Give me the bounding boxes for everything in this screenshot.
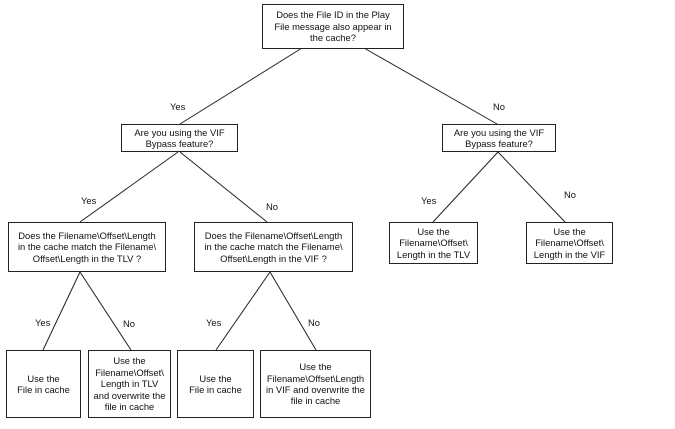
question-match-tlv: Does the Filename\Offset\Length in the c… (8, 222, 166, 272)
label-left-yes: Yes (81, 195, 97, 206)
action-use-tlv: Use the Filename\Offset\ Length in the T… (389, 222, 478, 264)
action-overwrite-vif: Use the Filename\Offset\Length in VIF an… (260, 350, 371, 418)
edge-right-yes (432, 151, 499, 223)
label-vif-yes: Yes (206, 317, 222, 328)
question-match-vif: Does the Filename\Offset\Length in the c… (194, 222, 353, 272)
edge-root-no (363, 47, 498, 125)
question-vif-bypass-left: Are you using the VIF Bypass feature? (121, 124, 238, 152)
edge-tlv-no (79, 271, 132, 351)
action-use-vif: Use the Filename\Offset\ Length in the V… (526, 222, 613, 264)
question-vif-bypass-right: Are you using the VIF Bypass feature? (442, 124, 556, 152)
label-left-no: No (266, 201, 278, 212)
label-tlv-no: No (123, 318, 135, 329)
edge-tlv-yes (42, 271, 81, 351)
action-use-cache-2: Use the File in cache (177, 350, 254, 418)
label-root-yes: Yes (170, 101, 186, 112)
label-root-no: No (493, 101, 505, 112)
action-overwrite-tlv: Use the Filename\Offset\ Length in TLV a… (88, 350, 171, 418)
edge-root-yes (179, 47, 303, 125)
label-vif-no: No (308, 317, 320, 328)
edge-left-yes (79, 151, 179, 223)
edge-left-no (179, 151, 268, 223)
label-tlv-yes: Yes (35, 317, 51, 328)
edge-vif-no (269, 271, 317, 351)
edge-right-no (497, 151, 566, 223)
action-use-cache-1: Use the File in cache (6, 350, 81, 418)
edge-vif-yes (215, 271, 271, 351)
question-file-id-in-cache: Does the File ID in the Play File messag… (262, 4, 404, 49)
label-right-yes: Yes (421, 195, 437, 206)
label-right-no: No (564, 189, 576, 200)
